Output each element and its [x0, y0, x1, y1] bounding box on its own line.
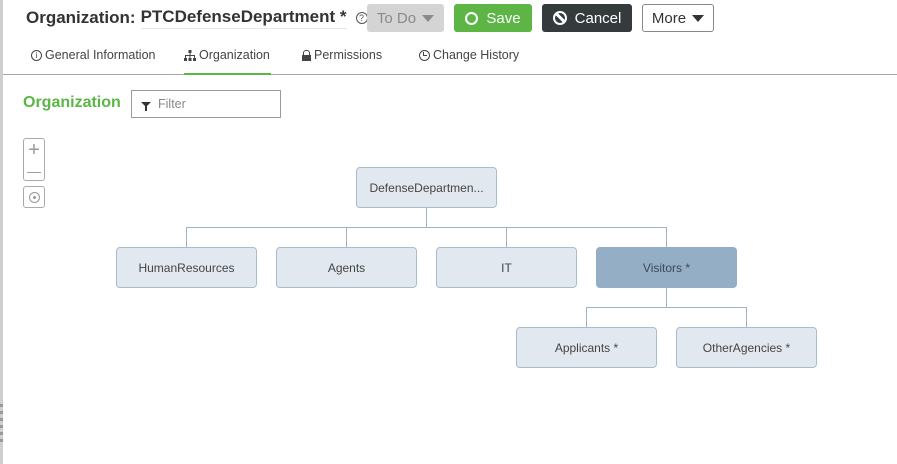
caret-down-icon: [422, 14, 435, 22]
org-node-humanresources[interactable]: HumanResources: [116, 247, 257, 288]
org-chart-icon: [184, 50, 196, 61]
tab-label: Change History: [433, 48, 520, 62]
connector: [746, 307, 747, 328]
tab-label: Organization: [199, 48, 270, 62]
connector: [346, 227, 347, 248]
cancel-button[interactable]: Cancel: [542, 4, 632, 32]
connector: [586, 307, 747, 308]
save-button[interactable]: Save: [454, 4, 532, 32]
org-node-root[interactable]: DefenseDepartmen...: [356, 167, 497, 208]
save-label: Save: [486, 9, 521, 27]
org-node-otheragencies[interactable]: OtherAgencies *: [676, 327, 817, 368]
todo-dropdown-button[interactable]: To Do: [367, 4, 444, 32]
more-label: More: [651, 9, 687, 27]
connector: [426, 208, 427, 228]
cancel-label: Cancel: [574, 9, 622, 27]
zoom-in-button[interactable]: +: [28, 138, 40, 161]
tab-general-information[interactable]: i General Information: [31, 48, 155, 75]
tab-permissions[interactable]: Permissions: [302, 48, 382, 75]
org-node-applicants[interactable]: Applicants *: [516, 327, 657, 368]
tab-label: Permissions: [314, 48, 383, 62]
tab-bar: i General Information Organization Permi…: [3, 40, 897, 75]
org-node-it[interactable]: IT: [436, 247, 577, 288]
page-header: Organization: PTCDefenseDepartment * ?: [26, 4, 368, 32]
todo-label: To Do: [376, 9, 417, 27]
filter-input[interactable]: Filter: [131, 90, 281, 118]
connector: [586, 307, 587, 328]
ban-icon: [552, 11, 567, 25]
connector: [186, 227, 187, 248]
tab-label: General Information: [45, 48, 156, 62]
tab-change-history[interactable]: Change History: [419, 48, 519, 75]
panel-resize-handle[interactable]: [0, 404, 3, 448]
connector: [186, 227, 667, 228]
info-icon: i: [31, 50, 42, 61]
recenter-button[interactable]: [23, 186, 45, 208]
section-title: Organization: [23, 94, 121, 111]
filter-icon: [141, 101, 151, 111]
page-title-label: Organization:: [26, 8, 136, 27]
crosshair-icon: [28, 191, 40, 203]
clock-icon: [419, 50, 430, 61]
zoom-controls: + —: [23, 138, 45, 181]
tab-organization[interactable]: Organization: [184, 48, 271, 75]
zoom-out-button[interactable]: —: [27, 162, 41, 179]
connector: [506, 227, 507, 248]
org-node-visitors[interactable]: Visitors *: [596, 247, 737, 288]
help-icon[interactable]: ?: [355, 12, 368, 24]
circle-icon: [465, 11, 479, 25]
organization-name-field[interactable]: PTCDefenseDepartment *: [140, 7, 347, 29]
filter-placeholder: Filter: [158, 97, 186, 111]
left-panel-border: [0, 0, 3, 464]
more-dropdown-button[interactable]: More: [642, 4, 714, 32]
caret-down-icon: [692, 14, 705, 22]
connector: [666, 227, 667, 248]
org-node-agents[interactable]: Agents: [276, 247, 417, 288]
connector: [666, 288, 667, 308]
lock-icon: [302, 50, 311, 61]
